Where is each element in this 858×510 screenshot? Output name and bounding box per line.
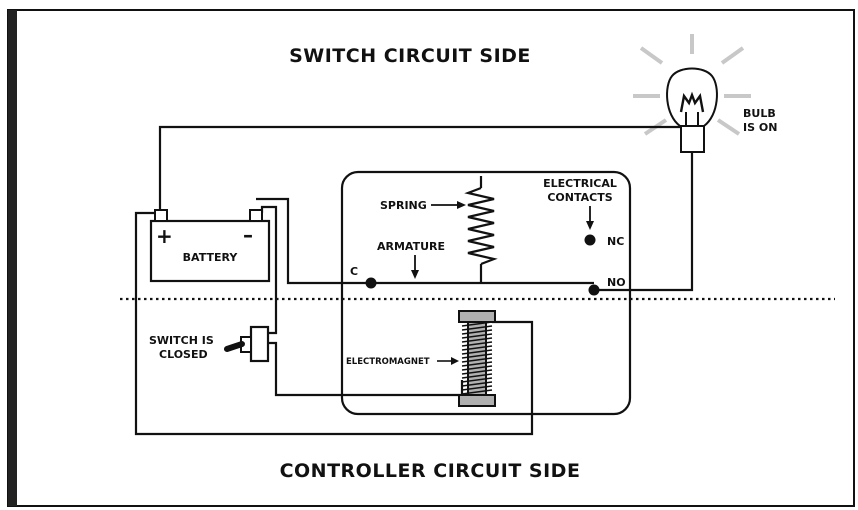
relay-housing: [340, 170, 632, 416]
switch-label-line1: SWITCH IS: [149, 334, 214, 347]
bulb-label-line1: BULB: [743, 107, 776, 120]
bulb-label-line2: IS ON: [743, 121, 777, 134]
contact-c-dot: [365, 277, 377, 289]
armature-label: ARMATURE: [377, 240, 445, 253]
frame-left-bar: [8, 10, 17, 506]
electromagnet-pointer-arrow: [451, 357, 459, 365]
contacts-label-line1: ELECTRICAL: [543, 177, 617, 190]
contacts-pointer-arrow: [586, 221, 594, 230]
contact-nc-label: NC: [607, 235, 624, 248]
bulb-icon: [633, 34, 751, 153]
controller-side-title: CONTROLLER CIRCUIT SIDE: [280, 460, 581, 482]
battery-icon: [149, 209, 271, 283]
wire-battery-minus-to-c: [256, 197, 371, 285]
spring-coil: [464, 186, 498, 266]
armature-pointer-arrow: [411, 270, 419, 279]
spring-pointer-arrow: [457, 201, 466, 209]
contact-c-label: C: [350, 265, 358, 278]
switch-label-line2: CLOSED: [159, 348, 208, 361]
contacts-label-line2: CONTACTS: [547, 191, 612, 204]
switch-side-title: SWITCH CIRCUIT SIDE: [289, 45, 531, 67]
contact-nc-dot: [584, 234, 596, 246]
wire-battery-plus-to-bulb: [158, 125, 681, 213]
battery-label: BATTERY: [183, 251, 239, 264]
battery-plus-sign: +: [156, 224, 173, 248]
contact-no-dot: [588, 284, 600, 296]
spring-label: SPRING: [380, 199, 427, 212]
wire-battery-plus-to-coil: [134, 211, 534, 436]
electromagnet-icon: [458, 310, 496, 407]
battery-minus-sign: –: [243, 223, 253, 247]
wire-bulb-to-no: [594, 152, 694, 292]
electromagnet-label: ELECTROMAGNET: [346, 357, 430, 367]
switch-icon: [224, 325, 270, 363]
contact-no-label: NO: [607, 276, 626, 289]
